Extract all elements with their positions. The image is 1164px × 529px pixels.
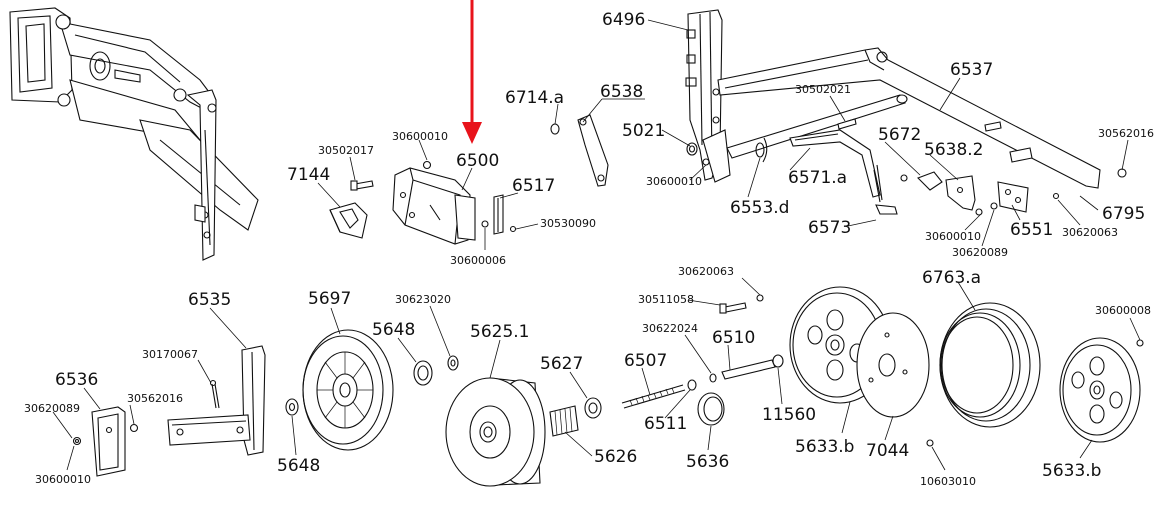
wheel-5633b-right xyxy=(926,337,1144,447)
label-30623020: 30623020 xyxy=(395,293,451,306)
label-6763a: 6763.a xyxy=(922,268,981,288)
arm-assembly xyxy=(550,9,1127,216)
label-30502021: 30502021 xyxy=(795,83,851,96)
label-5633b-middle: 5633.b xyxy=(795,437,854,457)
label-30600006: 30600006 xyxy=(450,254,506,267)
label-30600010-bracket: 30600010 xyxy=(392,130,448,143)
label-6714a: 6714.a xyxy=(505,88,564,108)
label-30530090: 30530090 xyxy=(540,217,596,230)
label-30620089-left: 30620089 xyxy=(24,402,80,415)
label-30562016-top: 30562016 xyxy=(1098,127,1154,140)
bearing-5648 xyxy=(413,355,459,386)
label-30620063-right: 30620063 xyxy=(1062,226,1118,239)
label-5636: 5636 xyxy=(686,452,729,472)
label-6500: 6500 xyxy=(456,151,499,171)
red-down-arrow-icon xyxy=(462,0,482,144)
label-30620089-right: 30620089 xyxy=(952,246,1008,259)
scraper-group xyxy=(329,160,539,245)
label-6573: 6573 xyxy=(808,218,851,238)
frame-assembly xyxy=(9,7,259,261)
label-6510: 6510 xyxy=(712,328,755,348)
label-6551: 6551 xyxy=(1010,220,1053,240)
label-5648-bottom: 5648 xyxy=(277,456,320,476)
label-6496: 6496 xyxy=(602,10,645,30)
label-6538: 6538 xyxy=(600,82,643,102)
disc-7044 xyxy=(856,312,930,418)
label-30600010-left: 30600010 xyxy=(35,473,91,486)
label-5638-2: 5638.2 xyxy=(924,140,983,160)
label-6517: 6517 xyxy=(512,176,555,196)
label-30622024: 30622024 xyxy=(642,322,698,335)
label-5627: 5627 xyxy=(540,354,583,374)
label-6795: 6795 xyxy=(1102,204,1145,224)
label-5672: 5672 xyxy=(878,125,921,145)
label-5648-top: 5648 xyxy=(372,320,415,340)
label-5625-1: 5625.1 xyxy=(470,322,529,342)
label-6507: 6507 xyxy=(624,351,667,371)
label-5021: 5021 xyxy=(622,121,665,141)
label-6537: 6537 xyxy=(950,60,993,80)
label-5697: 5697 xyxy=(308,289,351,309)
label-30170067: 30170067 xyxy=(142,348,198,361)
label-30562016-left: 30562016 xyxy=(127,392,183,405)
label-6553d: 6553.d xyxy=(730,198,789,218)
label-7144: 7144 xyxy=(287,165,330,185)
label-30502017: 30502017 xyxy=(318,144,374,157)
label-6535: 6535 xyxy=(188,290,231,310)
wheel-5697 xyxy=(302,329,394,451)
label-6536: 6536 xyxy=(55,370,98,390)
label-5633b-right: 5633.b xyxy=(1042,461,1101,481)
bearing-5626 xyxy=(549,397,602,437)
label-6571a: 6571.a xyxy=(788,168,847,188)
label-7044: 7044 xyxy=(866,441,909,461)
label-10603010: 10603010 xyxy=(920,475,976,488)
label-6511: 6511 xyxy=(644,414,687,434)
leader-lines xyxy=(52,19,1141,471)
label-30600010-mid: 30600010 xyxy=(925,230,981,243)
wheel-5625-1 xyxy=(445,377,546,487)
label-30620063-mid: 30620063 xyxy=(678,265,734,278)
label-11560: 11560 xyxy=(762,405,816,425)
part-labels: 6496 6537 6714.a 6538 30502021 30562016 … xyxy=(24,10,1154,488)
label-5626: 5626 xyxy=(594,447,637,467)
label-30600008: 30600008 xyxy=(1095,304,1151,317)
axle-parts xyxy=(621,294,784,426)
lower-bracket-group xyxy=(72,345,299,477)
label-30511058: 30511058 xyxy=(638,293,694,306)
tire-6763a xyxy=(939,302,1041,428)
label-30600010-top: 30600010 xyxy=(646,175,702,188)
